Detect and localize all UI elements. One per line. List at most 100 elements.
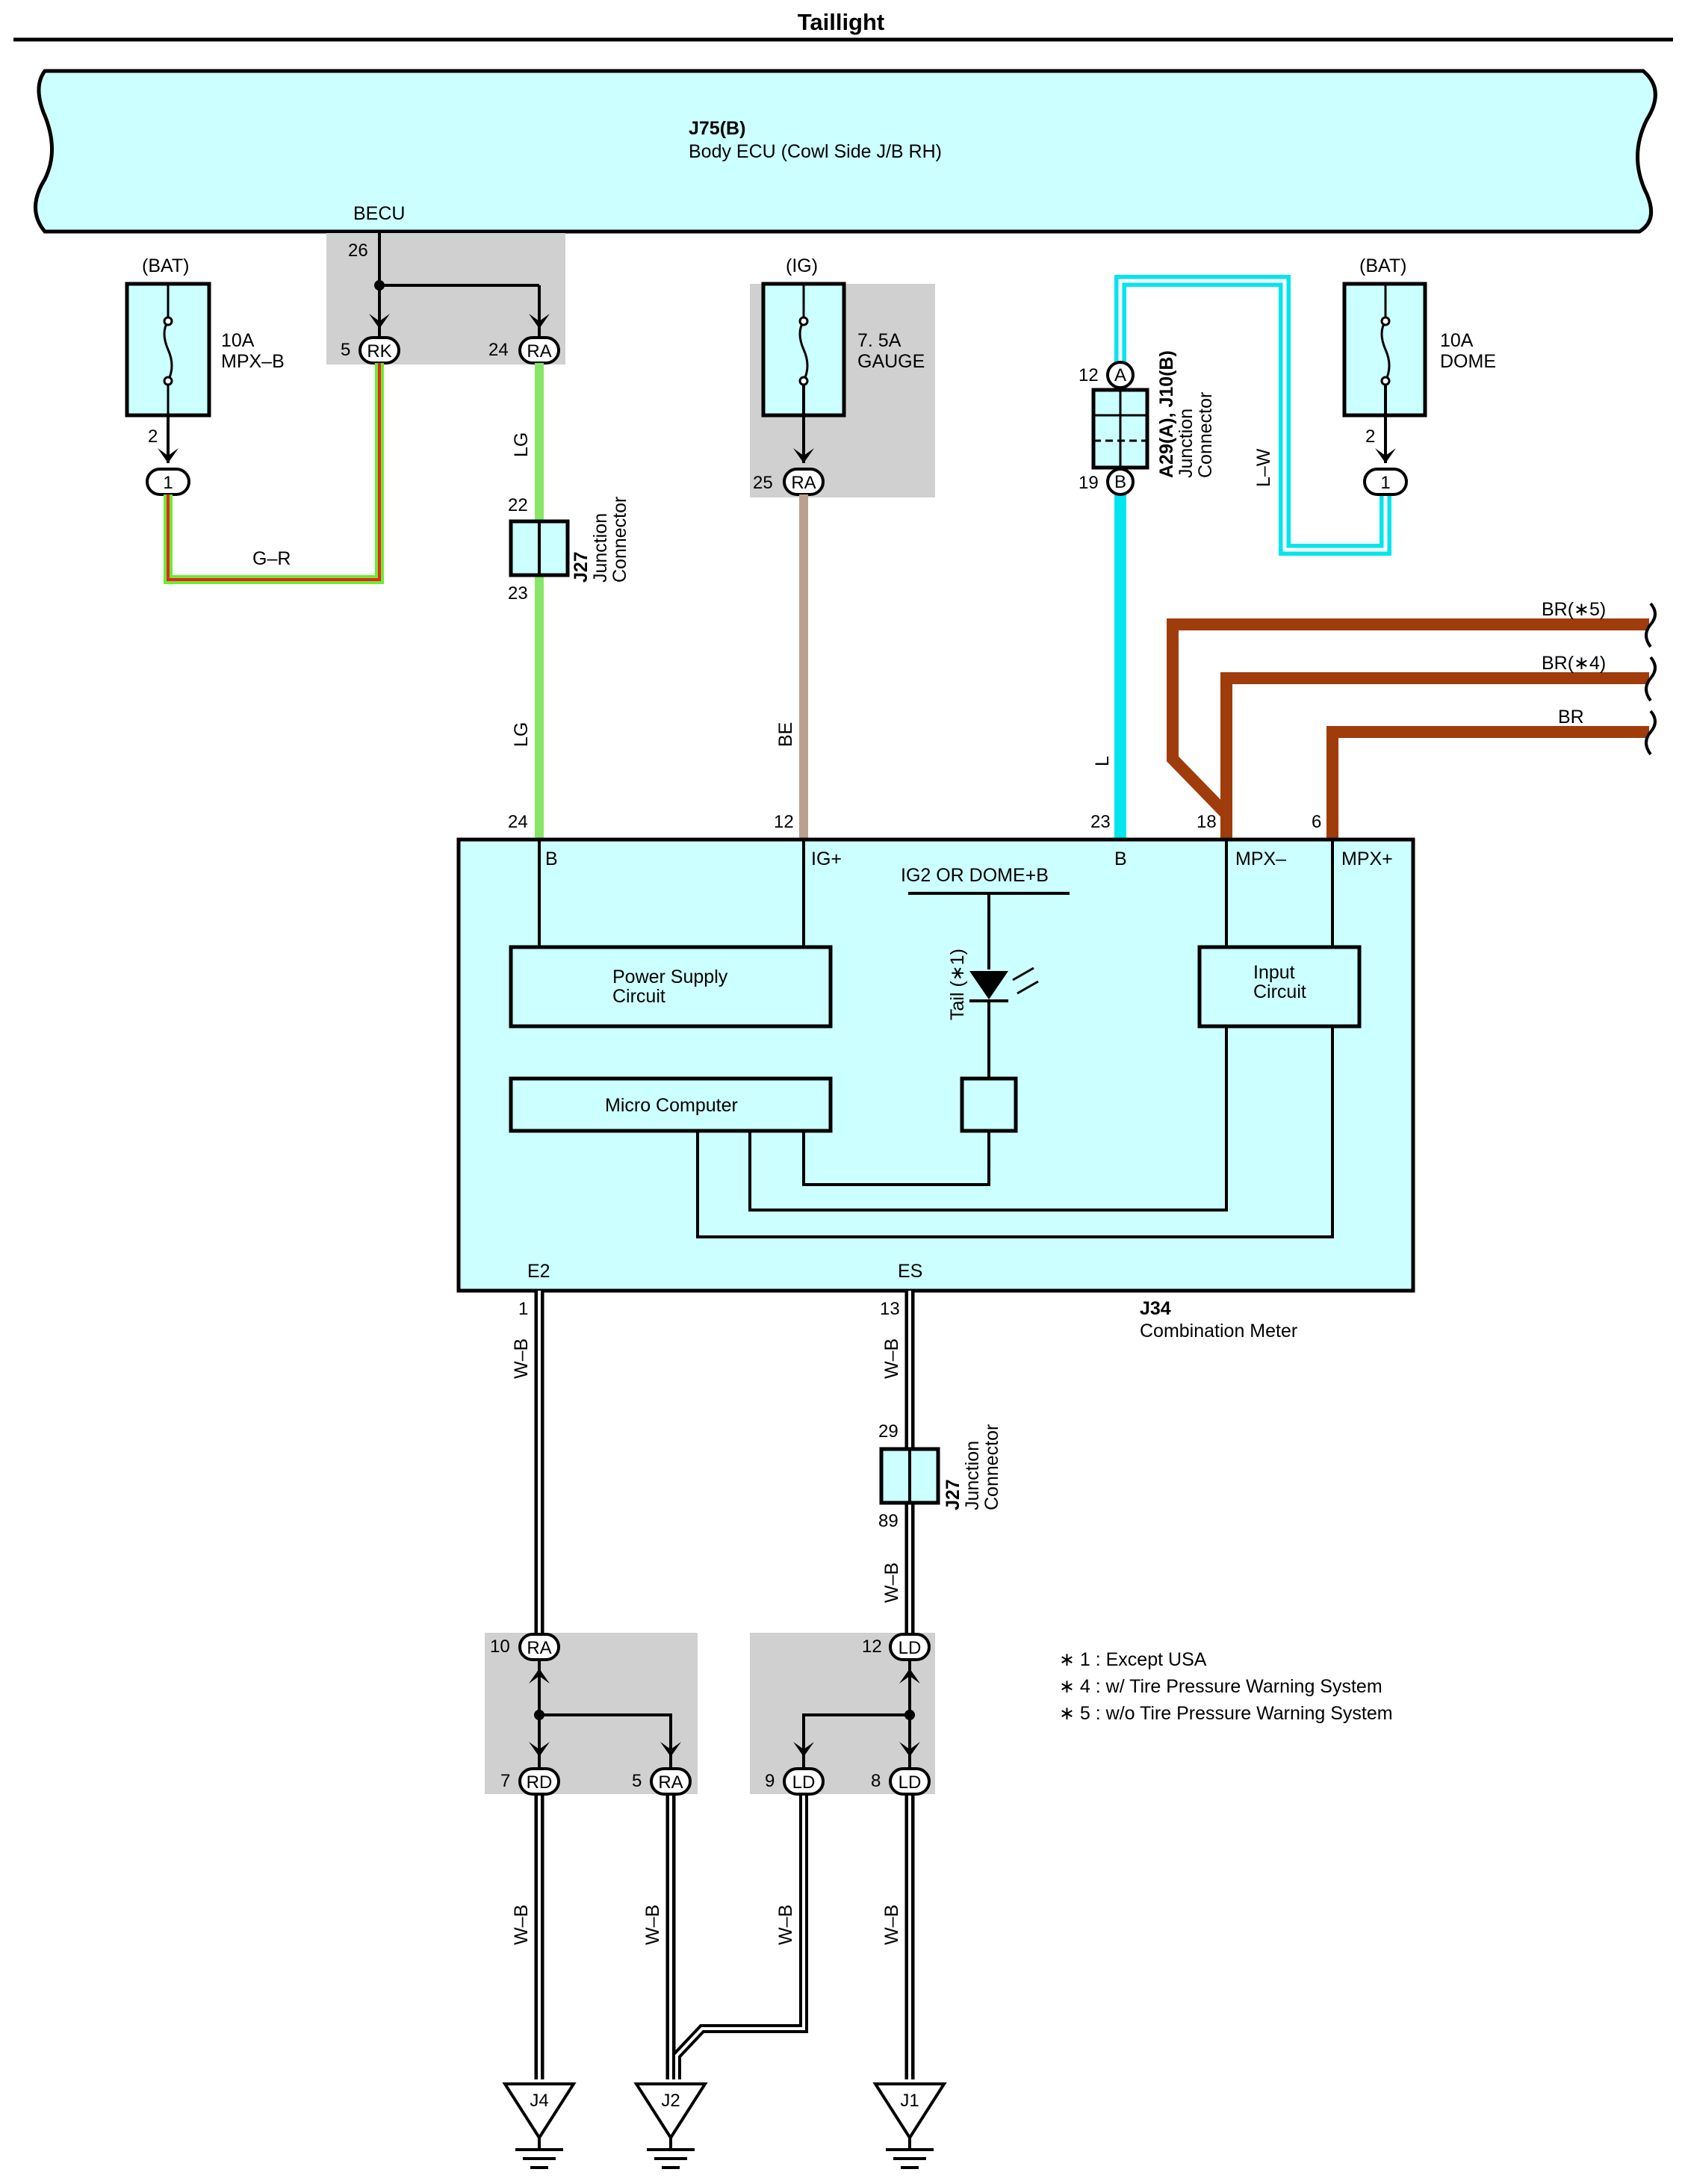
- fuse-mpxb-name: MPX–B: [221, 351, 285, 372]
- fuse-mpx-b: (BAT) 10A MPX–B 2 1: [125, 255, 285, 496]
- wire-g-r-label: G–R: [252, 548, 291, 569]
- meter-term-b: B: [545, 849, 558, 869]
- note-4: ∗ 4 : w/ Tire Pressure Warning System: [1059, 1676, 1382, 1697]
- meter-pin-b: 24: [508, 812, 528, 832]
- fuse-gauge-source: (IG): [786, 255, 818, 276]
- meter-name: Combination Meter: [1140, 1321, 1297, 1341]
- wires-br: BR(∗5) BR(∗4) BR: [1167, 599, 1657, 838]
- j27-top-pin-out: 23: [508, 583, 528, 604]
- combination-meter: 24 12 23 18 6 B IG+ B MPX– MPX+ Power Su…: [456, 812, 1415, 1341]
- fuse-mpxb-source: (BAT): [142, 255, 189, 276]
- gjl-conn-7: RD: [527, 1772, 553, 1793]
- fuse-gauge-conn: RA: [791, 473, 816, 493]
- note-1: ∗ 1 : Except USA: [1059, 1649, 1207, 1670]
- wire-l-label: L: [1092, 756, 1113, 766]
- fuse-dome-conn: 1: [1380, 473, 1390, 493]
- becu-label: BECU: [353, 203, 405, 224]
- a29-line1: Junction: [1176, 409, 1197, 478]
- becu-pin-5: 5: [341, 340, 350, 360]
- body-ecu-name: Body ECU (Cowl Side J/B RH): [689, 141, 942, 162]
- gjr-pin-8: 8: [871, 1771, 881, 1791]
- fuse-gauge-pin: 25: [753, 473, 773, 493]
- fuse-dome-name: DOME: [1440, 351, 1496, 372]
- gjr-pin-9: 9: [765, 1771, 775, 1791]
- j27-top-junction: 22 23 J27 Junction Connector: [508, 495, 630, 604]
- meter-pin-igp: 12: [774, 812, 794, 832]
- a29-id: A29(A), J10(B): [1156, 350, 1177, 478]
- gjl-pin-5: 5: [632, 1771, 642, 1791]
- gjl-pin-7: 7: [500, 1771, 510, 1791]
- wire-be: BE: [775, 494, 808, 838]
- wire-wb-7-label: W–B: [511, 1905, 532, 1945]
- a29-conn-b: B: [1114, 472, 1126, 492]
- fuse-dome-rating: 10A: [1440, 330, 1474, 351]
- meter-id: J34: [1140, 1298, 1171, 1319]
- fuse-dome: (BAT) 10A DOME 2 1: [1342, 255, 1496, 496]
- gjr-conn-8: LD: [899, 1772, 922, 1793]
- a29-junction-connector: 12 A 19 B A29(A), J10(B) Junction Connec…: [1079, 350, 1216, 496]
- gjl-conn-5: RA: [658, 1772, 683, 1793]
- becu-pin-26: 26: [348, 241, 368, 261]
- wire-l-w-label: L–W: [1253, 448, 1274, 487]
- becu-pin-24: 24: [488, 340, 509, 360]
- fuse-gauge: (IG) 7. 5A GAUGE 25 RA: [753, 255, 925, 496]
- ground-j2: J2: [633, 2082, 708, 2169]
- tail-label: Tail (∗1): [947, 949, 968, 1020]
- wire-wb-8-label: W–B: [881, 1905, 902, 1945]
- wire-wb-9-label: W–B: [775, 1905, 796, 1945]
- a29-pin-b: 19: [1079, 473, 1099, 493]
- fuse-mpxb-rating: 10A: [221, 330, 255, 351]
- wire-br4-label: BR(∗4): [1542, 653, 1606, 674]
- meter-pin-es: 13: [880, 1299, 900, 1319]
- j27-bottom-pin-out: 89: [878, 1511, 899, 1531]
- micro-computer-label: Micro Computer: [605, 1095, 738, 1116]
- ground-j1: J1: [872, 2082, 947, 2169]
- gjr-pin-12: 12: [862, 1637, 882, 1657]
- input-circuit-line1: Input: [1253, 962, 1295, 983]
- wire-br5-label: BR(∗5): [1542, 599, 1606, 620]
- wire-be-label: BE: [775, 722, 796, 747]
- body-ecu: J75(B) Body ECU (Cowl Side J/B RH) BECU: [34, 69, 1657, 234]
- wire-wb-e2-label: W–B: [511, 1338, 532, 1379]
- meter-term-es: ES: [898, 1261, 922, 1282]
- power-supply-line2: Circuit: [612, 986, 665, 1007]
- ground-wires: W–B W–B W–B W–B W–B W–B W–B: [511, 1291, 915, 2079]
- j27-bottom-id: J27: [943, 1479, 963, 1510]
- meter-pin-b2: 23: [1090, 812, 1111, 832]
- meter-pin-mpxm: 18: [1197, 812, 1217, 832]
- wire-lg: LG LG: [511, 363, 544, 838]
- a29-line2: Connector: [1195, 392, 1216, 478]
- input-circuit-line2: Circuit: [1253, 981, 1306, 1002]
- a29-conn-a: A: [1114, 365, 1126, 385]
- fuse-dome-source: (BAT): [1359, 255, 1406, 276]
- wire-wb-es-label: W–B: [881, 1338, 902, 1379]
- gjl-conn-10: RA: [527, 1638, 551, 1658]
- j27-bottom-line1: Junction: [962, 1441, 983, 1510]
- wire-g-r: G–R: [164, 363, 384, 584]
- wire-wb-j27-label: W–B: [881, 1563, 902, 1603]
- diagram-title: Taillight: [798, 9, 885, 35]
- wire-br-label: BR: [1558, 707, 1584, 728]
- wire-l-w: L–W: [1114, 275, 1391, 556]
- body-ecu-id: J75(B): [689, 118, 745, 139]
- notes: ∗ 1 : Except USA ∗ 4 : w/ Tire Pressure …: [1059, 1649, 1393, 1724]
- tail-led: [969, 971, 1008, 999]
- ig2-label: IG2 OR DOME+B: [901, 865, 1049, 886]
- ground-junction-left: 10 RA 7 RD 5 RA: [490, 1633, 692, 1796]
- ground-j4-label: J4: [530, 2091, 548, 2111]
- wire-l: L: [1092, 494, 1126, 838]
- j27-bottom-pin-in: 29: [878, 1421, 899, 1442]
- ground-j4: J4: [502, 2082, 577, 2169]
- gjr-conn-12: LD: [899, 1638, 922, 1658]
- wire-wb-5-label: W–B: [642, 1905, 663, 1945]
- j27-top-line2: Connector: [609, 497, 630, 583]
- meter-pin-mpxp: 6: [1312, 812, 1321, 832]
- wire-lg-label-bottom: LG: [511, 722, 532, 747]
- j27-top-id: J27: [571, 551, 592, 583]
- power-supply-line1: Power Supply: [612, 967, 728, 987]
- meter-term-mpxm: MPX–: [1235, 849, 1286, 869]
- meter-pin-e2: 1: [518, 1299, 528, 1319]
- meter-term-b2: B: [1114, 849, 1127, 869]
- led-driver: [960, 1076, 1018, 1133]
- j27-bottom-junction: 29 89 J27 Junction Connector: [878, 1421, 1002, 1531]
